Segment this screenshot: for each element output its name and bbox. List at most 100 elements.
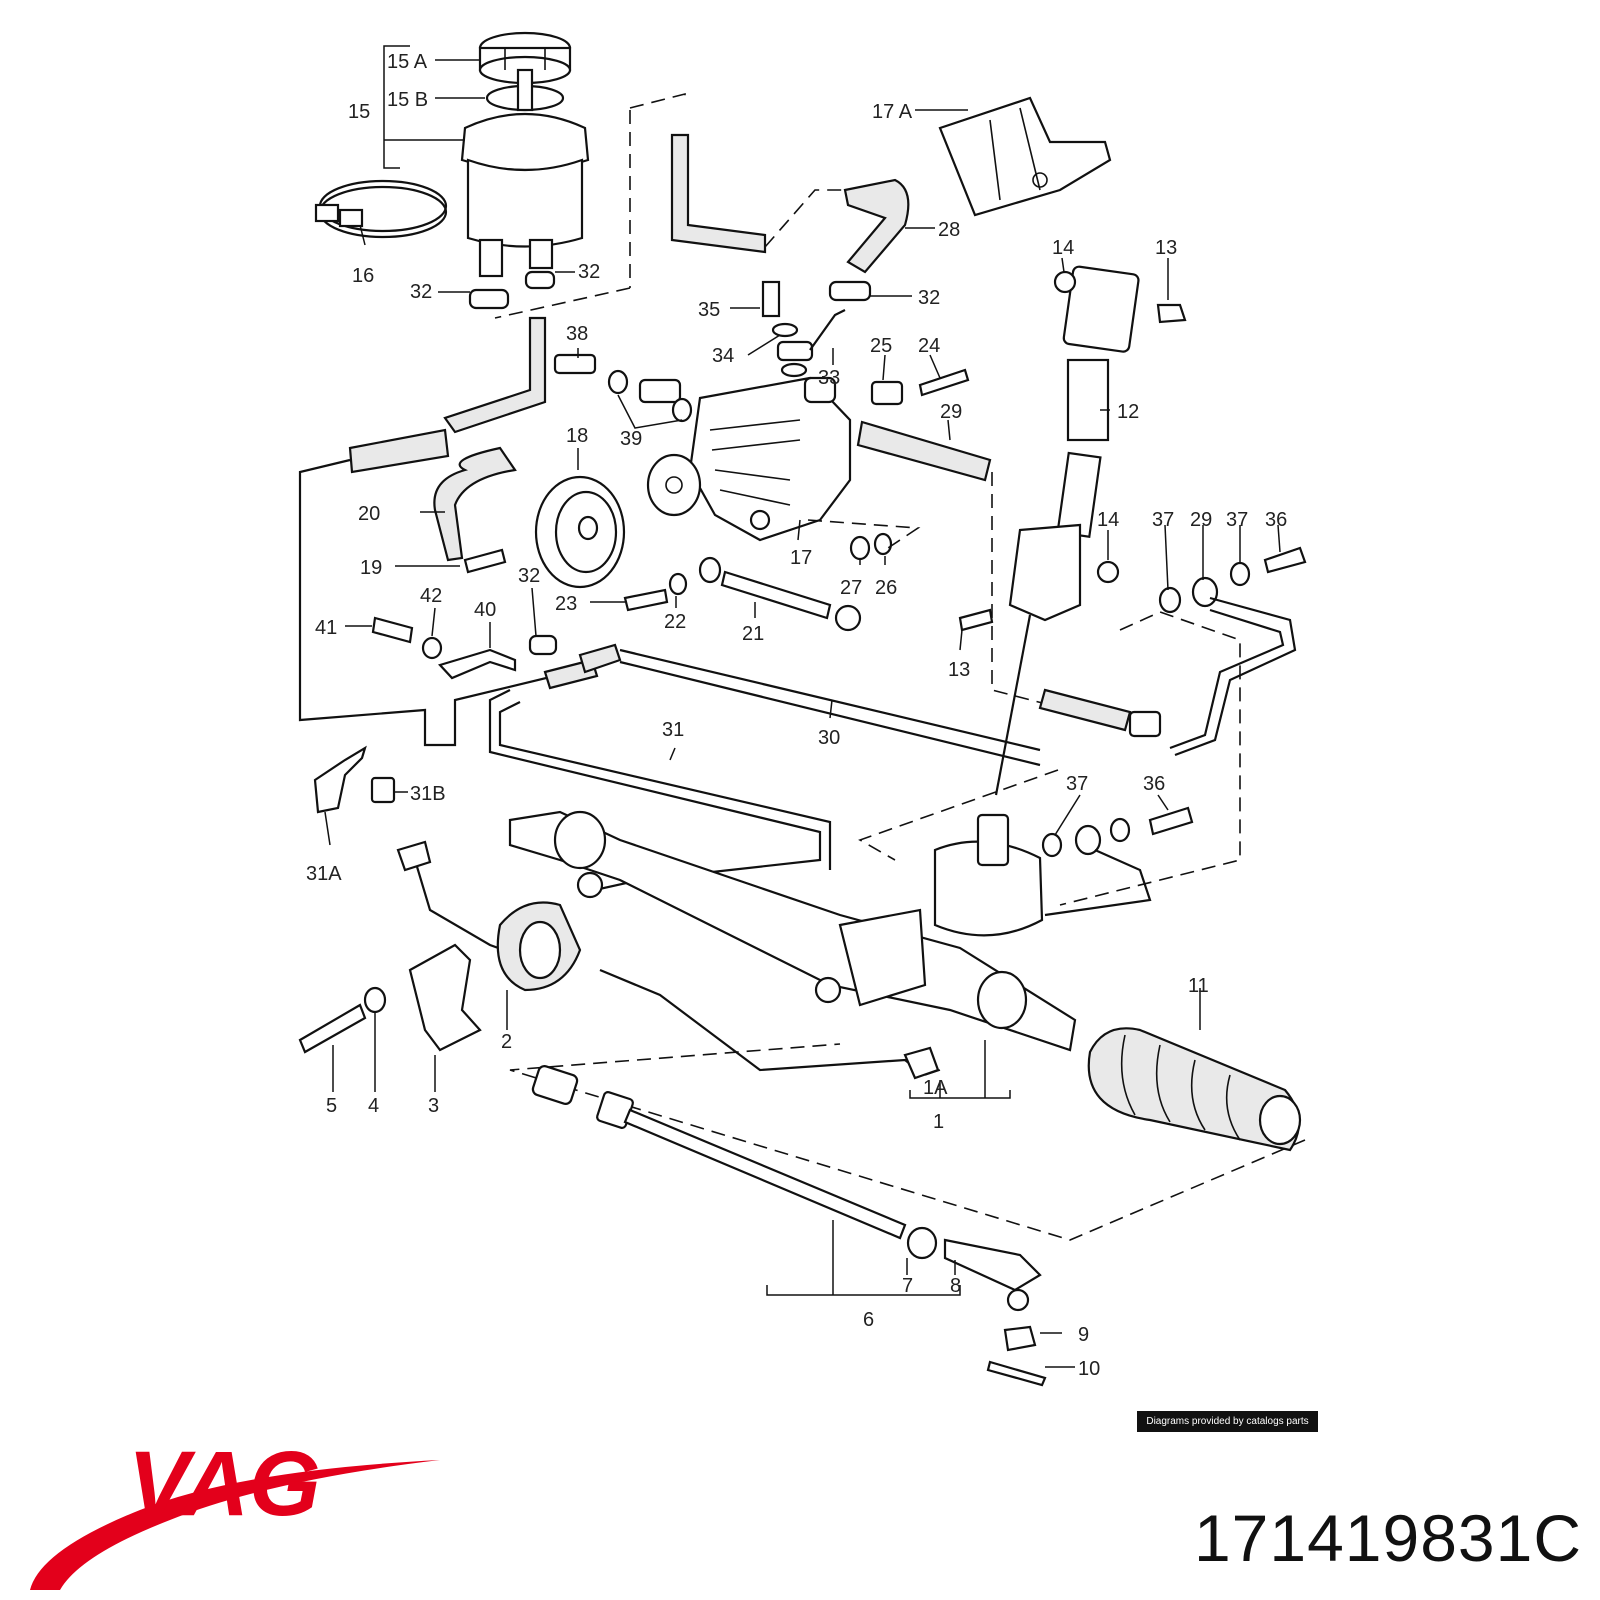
washer-37a (1158, 586, 1182, 614)
label-7: 7 (902, 1275, 913, 1297)
power-steering-pump (646, 376, 852, 542)
label-12: 12 (1117, 401, 1139, 423)
label-17: 17 (790, 547, 812, 569)
label-6: 6 (863, 1309, 874, 1331)
banjo-29 (1191, 576, 1219, 608)
label-19: 19 (360, 557, 382, 579)
bolt-13b (958, 608, 994, 632)
bolt-23 (623, 588, 669, 612)
bracket-17a (938, 96, 1112, 217)
label-37-b: 37 (1226, 509, 1248, 531)
label-5: 5 (326, 1095, 337, 1117)
nut-14b (1096, 560, 1120, 584)
bolt-19 (463, 548, 507, 574)
label-14-a: 14 (1052, 237, 1074, 259)
label-24: 24 (918, 335, 940, 357)
fitting-33 (776, 340, 814, 362)
label-36-a: 36 (1265, 509, 1287, 531)
label-21: 21 (742, 623, 764, 645)
label-1a: 1A (923, 1077, 948, 1099)
hose-short-b (578, 643, 622, 674)
washer-42 (421, 636, 443, 660)
label-31b: 31B (410, 783, 446, 805)
hose-29b (1038, 688, 1132, 732)
washer-34b (780, 362, 808, 378)
label-41: 41 (315, 617, 337, 639)
label-32-d: 32 (518, 565, 540, 587)
label-37-a: 37 (1152, 509, 1174, 531)
washer-37b (1229, 561, 1251, 587)
nut-9 (1003, 1325, 1037, 1352)
hose-end-29 (1128, 710, 1162, 738)
hose-29 (856, 420, 992, 482)
hose-clamp-32a (468, 288, 510, 310)
bolt-41 (371, 616, 414, 644)
banjo-fitting (638, 378, 682, 404)
clamp-3 (408, 943, 482, 1052)
washer-34a (771, 322, 799, 338)
label-29-b: 29 (1190, 509, 1212, 531)
part-number: 171419831C (1193, 1501, 1582, 1575)
label-8: 8 (950, 1275, 961, 1297)
adjuster-rod-21 (698, 556, 862, 632)
label-9: 9 (1078, 1324, 1089, 1346)
label-40: 40 (474, 599, 496, 621)
label-36-b: 36 (1143, 773, 1165, 795)
grommet-31b (370, 776, 396, 804)
bolt-36b (1148, 806, 1194, 836)
hose-upper (670, 133, 767, 254)
label-4: 4 (368, 1095, 379, 1117)
banjo-bolt-35 (761, 280, 781, 318)
label-1: 1 (933, 1111, 944, 1133)
washer-26 (873, 532, 893, 556)
washer-37d (1109, 817, 1131, 843)
belt-20 (433, 446, 517, 562)
callout-labels: 15 A 15 B 15 16 32 32 17 A 28 32 35 34 3… (306, 51, 1287, 1380)
banjo-37 (1074, 824, 1102, 856)
label-3: 3 (428, 1095, 439, 1117)
logo-text: VAG (128, 1440, 321, 1535)
label-11: 11 (1188, 975, 1209, 997)
label-32-c: 32 (918, 287, 940, 309)
bolt-36a (1263, 546, 1307, 574)
hose-suction (443, 316, 547, 434)
label-33: 33 (818, 367, 840, 389)
rack-mount-2 (496, 901, 582, 992)
label-22: 22 (664, 611, 686, 633)
label-26: 26 (875, 577, 897, 599)
bracket-40 (437, 648, 517, 680)
label-38: 38 (566, 323, 588, 345)
reservoir (460, 31, 590, 278)
hose-clamp-32d (528, 634, 558, 656)
label-16: 16 (352, 265, 374, 287)
label-35: 35 (698, 299, 720, 321)
logo-swoosh (30, 1460, 440, 1590)
washer-22 (668, 572, 688, 596)
nut-14a (1053, 270, 1077, 294)
fitting-left (396, 840, 432, 872)
cotter-pin-10 (986, 1360, 1047, 1387)
steering-shaft-12 (1008, 265, 1140, 622)
label-2: 2 (501, 1031, 512, 1053)
boot-11 (1087, 1027, 1302, 1152)
clamp-16 (314, 179, 448, 239)
hose-28 (843, 178, 910, 274)
diagram-credit: Diagrams provided by catalogs parts (1137, 1411, 1318, 1432)
label-30: 30 (818, 727, 840, 749)
label-15: 15 (348, 101, 370, 123)
label-25: 25 (870, 335, 892, 357)
nut-7 (906, 1226, 938, 1260)
label-13-b: 13 (948, 659, 970, 681)
label-18: 18 (566, 425, 588, 447)
vag-logo: VAG (30, 1440, 440, 1590)
label-42: 42 (420, 585, 442, 607)
label-32-a: 32 (410, 281, 432, 303)
label-32-b: 32 (578, 261, 600, 283)
label-31a: 31A (306, 863, 342, 885)
steering-rack-1 (508, 810, 1077, 1052)
bolt-24 (918, 368, 970, 397)
label-15b: 15 B (387, 89, 428, 111)
label-34: 34 (712, 345, 734, 367)
label-10: 10 (1078, 1358, 1100, 1380)
